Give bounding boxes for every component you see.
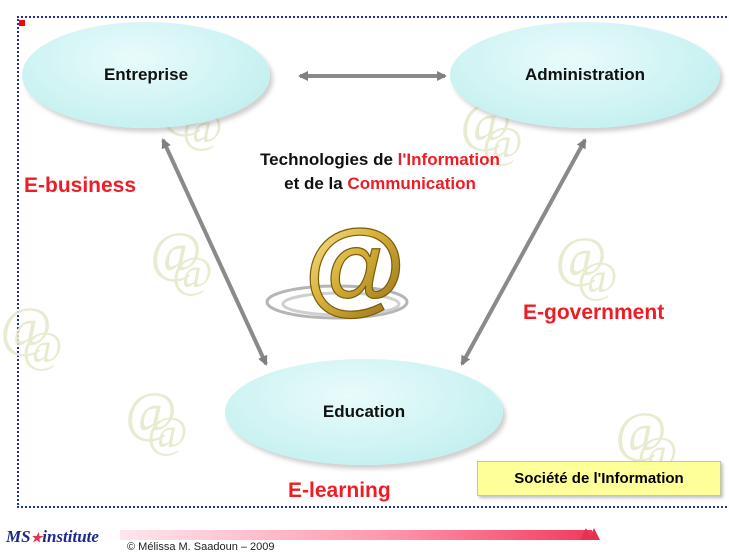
ict-caption-line1b: l'Information	[397, 150, 500, 169]
slide-frame	[17, 16, 727, 508]
node-administration: Administration	[450, 22, 720, 128]
node-entreprise: Entreprise	[22, 22, 270, 128]
ict-caption: Technologies de l'Information et de la C…	[180, 148, 580, 196]
footer-gradient-bar	[120, 530, 592, 540]
double-arrow-icon	[161, 138, 268, 366]
logo-ms: MS	[6, 527, 31, 546]
at-sign-watermark-icon: @@	[125, 382, 188, 457]
triangle-icon	[588, 528, 600, 540]
society-label-box: Société de l'Information	[477, 461, 721, 496]
label-e-business: E-business	[24, 174, 137, 197]
at-sign-watermark-icon: @@	[0, 297, 63, 372]
svg-text:@: @	[304, 220, 405, 325]
node-administration-label: Administration	[525, 65, 645, 84]
ict-caption-line2a: et de la	[284, 174, 348, 193]
copyright-text: © Mélissa M. Saadoun – 2009	[127, 541, 275, 553]
logo-institute: institute	[42, 527, 99, 546]
node-education: Education	[225, 359, 503, 465]
ict-caption-line1a: Technologies de	[260, 150, 398, 169]
at-sign-icon: @	[265, 220, 409, 326]
label-e-government: E-government	[523, 301, 665, 324]
ms-institute-logo: MS★institute	[6, 527, 99, 547]
node-entreprise-label: Entreprise	[103, 65, 189, 84]
double-arrow-icon	[460, 138, 587, 366]
society-label: Société de l'Information	[514, 470, 684, 487]
node-education-label: Education	[322, 402, 406, 421]
ict-caption-line2b: Communication	[347, 174, 476, 193]
label-e-learning: E-learning	[288, 479, 391, 502]
star-icon: ★	[30, 530, 43, 545]
frame-corner-marker	[19, 20, 25, 26]
